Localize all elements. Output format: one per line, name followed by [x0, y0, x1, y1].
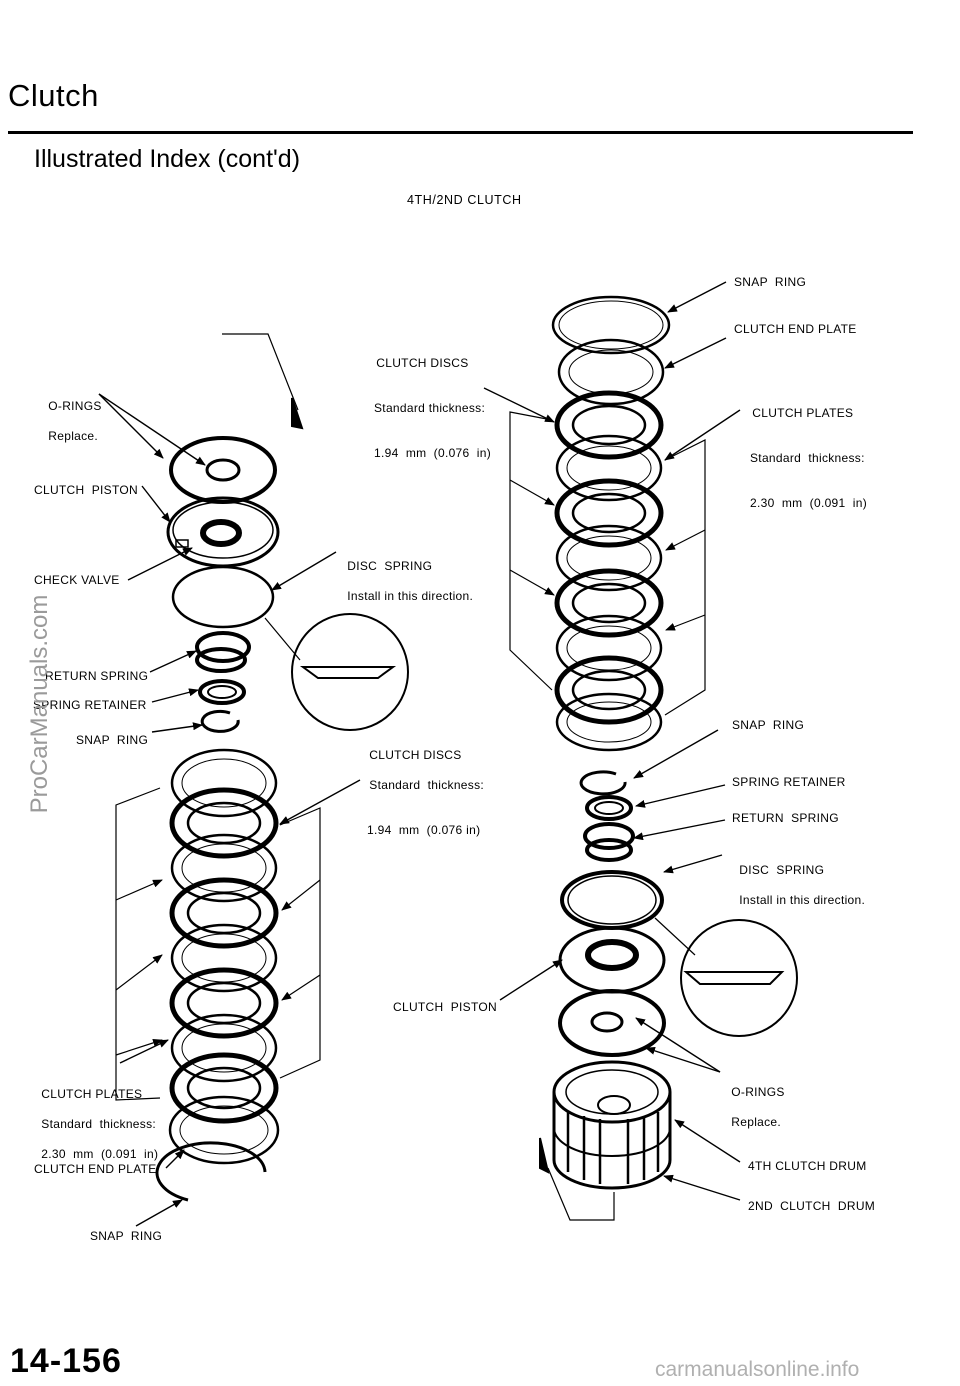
- label-clutch-discs-mid-line2: Standard thickness:: [369, 778, 485, 792]
- label-o-rings-right-line1: O-RINGS: [731, 1085, 785, 1099]
- label-clutch-discs-top: CLUTCH DISCS Standard thickness: 1.94 mm…: [369, 341, 491, 476]
- label-o-rings-left: O-RINGS Replace.: [41, 384, 102, 444]
- label-clutch-discs-mid-line3: 1.94 mm (0.076 in): [367, 823, 481, 837]
- section-title: 4TH/2ND CLUTCH: [407, 193, 522, 207]
- label-clutch-plates-right-line1: CLUTCH PLATES: [752, 406, 854, 420]
- label-clutch-discs-mid-line1: CLUTCH DISCS: [369, 748, 462, 762]
- label-disc-spring-mid-line2: Install in this direction.: [347, 589, 474, 603]
- footer-site: carmanualsonline.info: [655, 1358, 860, 1381]
- label-snap-ring-right-mid: SNAP RING: [732, 718, 805, 732]
- label-disc-spring-right: DISC SPRING Install in this direction.: [732, 848, 865, 908]
- label-disc-spring-mid-line1: DISC SPRING: [347, 559, 433, 573]
- label-snap-ring-left-mid: SNAP RING: [76, 733, 149, 747]
- label-o-rings-right: O-RINGS Replace.: [724, 1070, 785, 1130]
- label-clutch-plates-left: CLUTCH PLATES Standard thickness: 2.30 m…: [34, 1072, 158, 1162]
- label-disc-spring-right-line2: Install in this direction.: [739, 893, 866, 907]
- label-clutch-discs-top-line3: 1.94 mm (0.076 in): [374, 446, 492, 460]
- leader-lines: [98, 281, 741, 1227]
- label-disc-spring-mid: DISC SPRING Install in this direction.: [340, 544, 473, 604]
- label-clutch-plates-right: CLUTCH PLATES Standard thickness: 2.30 m…: [745, 391, 867, 526]
- label-clutch-piston-left: CLUTCH PISTON: [34, 483, 138, 497]
- title-rule: [8, 131, 913, 134]
- label-check-valve: CHECK VALVE: [34, 573, 120, 587]
- watermark: ProCarManuals.com: [26, 594, 53, 814]
- label-2nd-clutch-drum: 2ND CLUTCH DRUM: [748, 1199, 876, 1213]
- label-spring-retainer-right: SPRING RETAINER: [732, 775, 846, 789]
- label-o-rings-left-line2: Replace.: [48, 429, 99, 443]
- left-clutch-stack: [115, 333, 409, 1202]
- label-clutch-discs-top-line1: CLUTCH DISCS: [376, 356, 469, 370]
- label-o-rings-left-line1: O-RINGS: [48, 399, 102, 413]
- label-clutch-discs-mid: CLUTCH DISCS Standard thickness: 1.94 mm…: [362, 733, 484, 853]
- label-4th-clutch-drum: 4TH CLUTCH DRUM: [748, 1159, 867, 1173]
- label-clutch-end-plate-left: CLUTCH END PLATE: [34, 1162, 157, 1176]
- label-disc-spring-right-line1: DISC SPRING: [739, 863, 825, 877]
- label-clutch-plates-left-line2: Standard thickness:: [41, 1117, 157, 1131]
- label-spring-retainer-left: SPRING RETAINER: [33, 698, 147, 712]
- page-title: Clutch: [8, 78, 99, 113]
- label-o-rings-right-line2: Replace.: [731, 1115, 782, 1129]
- label-clutch-plates-right-line3: 2.30 mm (0.091 in): [750, 496, 868, 510]
- right-clutch-stack: [509, 295, 798, 1221]
- label-return-spring-left: RETURN SPRING: [45, 669, 149, 683]
- label-return-spring-right: RETURN SPRING: [732, 811, 839, 825]
- label-clutch-plates-left-line3: 2.30 mm (0.091 in): [41, 1147, 159, 1161]
- label-clutch-end-plate-right: CLUTCH END PLATE: [734, 322, 857, 336]
- label-clutch-plates-right-line2: Standard thickness:: [750, 451, 865, 465]
- label-clutch-discs-top-line2: Standard thickness:: [374, 401, 486, 415]
- label-snap-ring-right-top: SNAP RING: [734, 275, 807, 289]
- label-clutch-plates-left-line1: CLUTCH PLATES: [41, 1087, 143, 1101]
- page-subtitle: Illustrated Index (cont'd): [34, 145, 301, 173]
- label-clutch-piston-right: CLUTCH PISTON: [393, 1000, 497, 1014]
- label-snap-ring-left-bottom: SNAP RING: [90, 1229, 163, 1243]
- page-number: 14-156: [10, 1342, 122, 1380]
